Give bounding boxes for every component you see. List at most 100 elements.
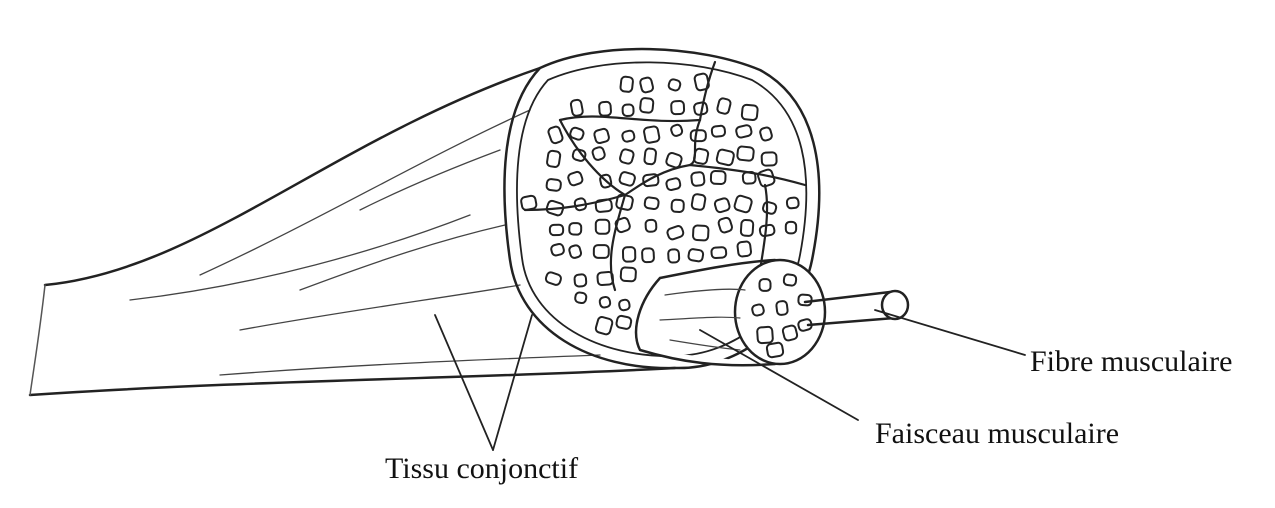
muscle-fibre-cell <box>621 129 636 143</box>
muscle-fibre-cell <box>546 149 562 168</box>
muscle-fibre-cell <box>781 324 799 342</box>
muscle-fibre-cell <box>797 293 813 307</box>
muscle-fibre-cell <box>785 196 800 210</box>
muscle-fibre-cell <box>693 147 710 165</box>
fascicle-boundaries <box>523 60 807 292</box>
muscle-fibre-cell <box>690 193 707 211</box>
label-tissu-conjonctif: Tissu conjonctif <box>385 452 579 485</box>
fibre-rod <box>803 290 897 327</box>
muscle-fibre-cell <box>758 223 776 238</box>
muscle-fibre-cell <box>593 127 610 145</box>
muscle-fibre-cell <box>713 197 731 214</box>
muscle-fibre-cell <box>598 295 612 309</box>
fascicle-end <box>733 258 827 366</box>
muscle-fibre-cell <box>573 197 588 212</box>
muscle-fibre-cell <box>599 173 613 189</box>
muscle-fibre-cell <box>596 270 615 287</box>
muscle-fibre-cell <box>715 148 735 167</box>
muscle-fibre-cell <box>736 240 753 258</box>
muscle-fibre-cell <box>735 124 753 139</box>
muscle-fibre-cell <box>757 168 776 188</box>
muscle-fibre-cell <box>643 147 657 166</box>
muscle-fibre-cell <box>666 225 685 241</box>
muscle-fibre-cell <box>641 247 655 264</box>
muscle-fibre-cell <box>667 78 682 92</box>
muscle-fibre-cell <box>644 218 658 233</box>
muscle-fibre-cell <box>670 123 684 137</box>
muscle-fibre-cell <box>784 220 798 235</box>
muscle-fibre-cell <box>710 124 726 138</box>
muscle-fibre-cell <box>545 178 562 192</box>
muscle-fibre-cell <box>571 148 587 162</box>
muscle-fibre-cell <box>762 201 778 215</box>
muscle-fibre-cell <box>689 129 707 143</box>
muscle-fibre-cell <box>573 273 588 288</box>
muscle-fibre-cell <box>569 98 584 117</box>
muscle-fibre-cell <box>687 248 705 263</box>
muscle-fibre-cell <box>619 148 635 165</box>
muscle-fibre-cell <box>619 75 634 93</box>
muscle-fibre-cell <box>765 341 785 359</box>
muscle-fibre-cell <box>665 177 682 192</box>
muscle-fibre-cell <box>670 100 686 116</box>
muscle-fibre-cell <box>598 100 612 117</box>
leader-faisceau <box>699 329 859 421</box>
muscle-fibre-cell <box>621 103 635 117</box>
muscle-fibre-cell <box>710 246 728 260</box>
muscle-fibre-cell <box>568 244 583 259</box>
muscle-fibre-cell <box>751 303 765 317</box>
muscle-fibre-cell <box>739 219 755 237</box>
muscle-body-bottom <box>28 366 677 397</box>
muscle-fibre-cell <box>639 97 655 114</box>
muscle-fibre-cell <box>740 103 759 121</box>
muscle-fibre-cell <box>618 171 636 187</box>
muscle-fibre-cell <box>782 273 798 287</box>
muscle-fibre-cell <box>567 170 584 187</box>
muscle-fibre-cell <box>550 243 565 257</box>
muscle-body-top <box>43 66 542 287</box>
muscle-fibre-cell <box>665 152 683 169</box>
muscle-fibre-cell <box>736 145 755 162</box>
muscle-fibre-cell <box>639 76 654 94</box>
muscle-fibre-cell <box>709 169 727 185</box>
label-faisceau-musculaire: Faisceau musculaire <box>875 417 1120 450</box>
leader-tissu-2 <box>492 314 533 451</box>
muscle-fibre-cell <box>670 198 685 213</box>
muscle-fibre-cell <box>614 216 631 234</box>
muscle-fibre-cell <box>592 244 610 259</box>
muscle-fibre-cell <box>574 291 588 305</box>
muscle-fibre-cell <box>594 316 614 336</box>
label-fibre-musculaire: Fibre musculaire <box>1030 345 1233 378</box>
muscle-fibre-cell <box>642 173 660 188</box>
muscle-fibre-cell <box>545 199 565 217</box>
muscle-fibre-cell <box>741 171 757 185</box>
muscle-fibre-cell <box>693 101 709 116</box>
muscle-fibre-cell <box>618 298 631 312</box>
muscle-fibre-cell <box>547 125 564 145</box>
fibre-end <box>880 289 910 321</box>
muscle-fibre-cell <box>716 97 732 115</box>
muscle-fibre-cell <box>692 224 710 242</box>
muscle-fibre-cell <box>775 300 789 316</box>
muscle-fibre-cell <box>756 325 774 345</box>
muscle-fibre-cell <box>568 222 583 236</box>
muscle-fibre-cell <box>615 193 634 211</box>
muscle-fibre-cell <box>797 318 813 332</box>
muscle-fibre-cell <box>520 194 538 211</box>
muscle-fibre-cell <box>569 126 585 141</box>
muscle-fibre-cell <box>693 72 710 92</box>
muscle-fibre-cell <box>544 271 562 286</box>
muscle-fibre-cell <box>758 278 772 292</box>
muscle-fibre-cell <box>615 314 633 330</box>
muscle-fibre-cell <box>733 194 753 214</box>
muscle-fibre-cell <box>760 151 778 167</box>
muscle-fibre-cell <box>621 246 637 263</box>
fascicle-cylinder <box>634 258 777 367</box>
muscle-fibre-cell <box>667 248 681 264</box>
muscle-fibre-cell <box>643 125 661 144</box>
leader-fibre <box>874 309 1026 356</box>
muscle-fibre-cell <box>759 126 773 142</box>
muscle-fibre-cell <box>594 218 611 235</box>
